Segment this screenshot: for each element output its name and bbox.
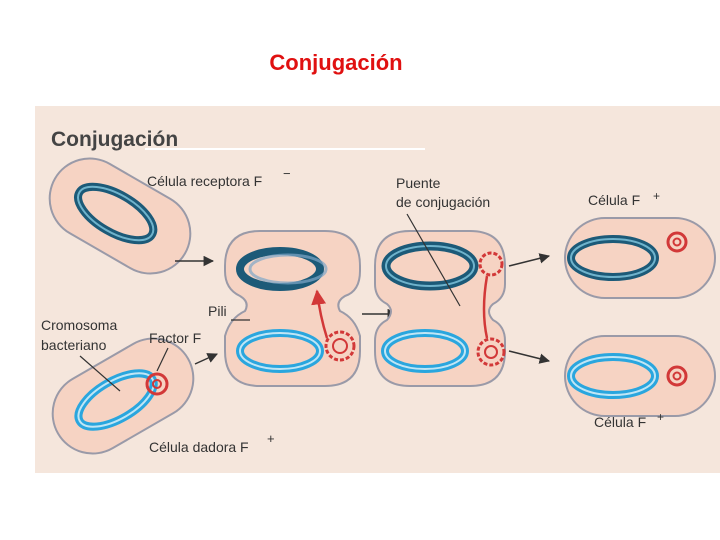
label-result-top: Célula F: [588, 192, 640, 208]
label-receptor-sign: −: [283, 166, 291, 181]
mating-pair-pili: [224, 230, 361, 387]
conjugation-diagram: Conjugación Célula receptora F − Cromoso…: [35, 106, 720, 473]
result-cell-top: [564, 217, 716, 299]
diagram-canvas: Conjugación Célula receptora F − Cromoso…: [35, 106, 720, 473]
result-cell-bottom: [564, 335, 716, 417]
chromosome-pointer: [79, 355, 121, 392]
label-donor: Célula dadora F: [149, 439, 249, 455]
label-chromosome-2: bacteriano: [41, 337, 107, 353]
arrow-bottom-3: [508, 350, 551, 364]
conjugation-bridge-pair: [374, 230, 506, 387]
label-result-bottom-sign: +: [657, 410, 664, 424]
arrow-bottom-1: [194, 353, 218, 365]
label-receptor: Célula receptora F: [147, 173, 262, 189]
label-donor-sign: +: [267, 431, 275, 446]
donor-f-plasmid: [145, 372, 169, 396]
label-bridge-2: de conjugación: [396, 194, 490, 210]
label-result-top-sign: +: [653, 189, 660, 203]
arrow-top-3: [508, 253, 551, 267]
label-factor-f: Factor F: [149, 330, 201, 346]
slide-title: Conjugación: [269, 50, 403, 75]
label-result-bottom: Célula F: [594, 414, 646, 430]
bridge-pointer: [406, 213, 461, 307]
figure-title: Conjugación: [51, 128, 178, 151]
label-pili: Pili: [208, 303, 227, 319]
factor-f-pointer: [156, 347, 169, 372]
label-bridge-1: Puente: [396, 175, 441, 191]
label-chromosome-1: Cromosoma: [41, 317, 117, 333]
receptor-cell: [48, 157, 192, 275]
